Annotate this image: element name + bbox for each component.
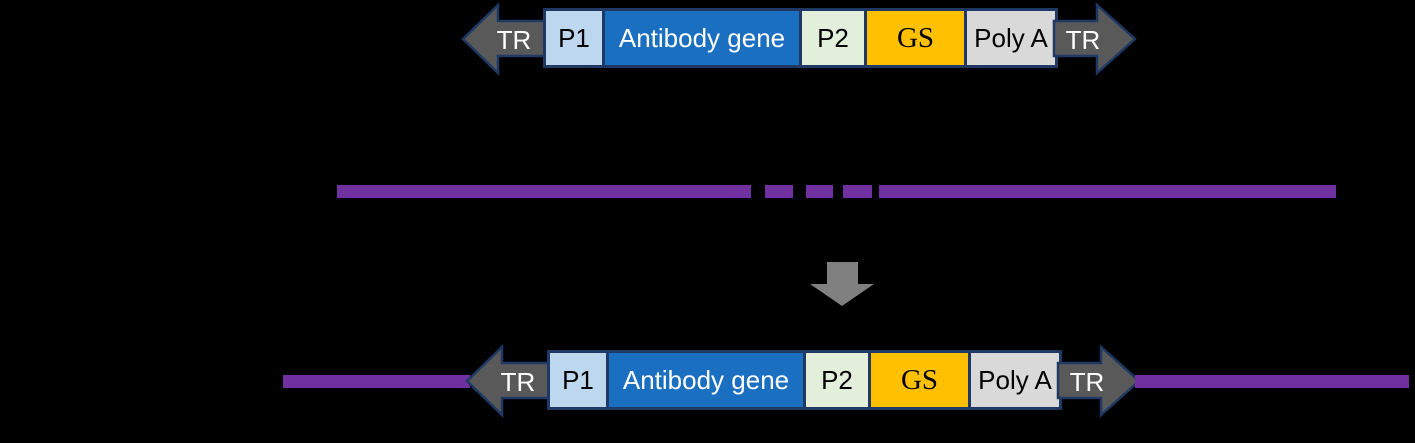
genome-line-dash-3 [843,185,872,198]
integration-arrow-shape [810,262,874,306]
segment-p2-label: P2 [817,22,849,53]
genome-line-middle-left [337,185,751,198]
segment-gs-label: GS [900,363,939,396]
transposon-construct-top: P1 Antibody gene P2 GS Poly A [543,8,1058,68]
segment-gs-label: GS [896,21,935,54]
genome-line-bottom-right [1135,375,1409,388]
tr-label: TR [1066,25,1101,55]
segment-p1-label: P1 [558,22,590,53]
segment-antibody-gene-label: Antibody gene [622,364,790,395]
tr-arrow-left-top: TR [461,2,556,76]
segment-polya: Poly A [968,350,1062,410]
genome-line-bottom-left [283,375,470,388]
genome-line-dash-1 [765,185,793,198]
tr-label: TR [1070,367,1105,397]
segment-polya: Poly A [964,8,1058,68]
segment-gs: GS [868,350,971,410]
tr-arrow-right-bottom-shape [1056,344,1141,418]
segment-p1: P1 [543,8,605,68]
segment-p2-label: P2 [821,364,853,395]
tr-arrow-right-bottom: TR [1056,344,1141,418]
segment-polya-label: Poly A [978,364,1052,395]
genome-line-dash-2 [806,185,833,198]
segment-p2: P2 [803,350,871,410]
tr-label: TR [501,367,536,397]
tr-arrow-left-bottom: TR [465,344,560,418]
tr-arrow-right-top-shape [1052,2,1137,76]
segment-p1: P1 [547,350,609,410]
tr-label: TR [497,25,532,55]
segment-polya-label: Poly A [974,22,1048,53]
segment-antibody-gene: Antibody gene [606,350,806,410]
segment-gs: GS [864,8,967,68]
segment-p2: P2 [799,8,867,68]
tr-arrow-right-top: TR [1052,2,1137,76]
integration-arrow-icon [810,262,874,306]
segment-antibody-gene: Antibody gene [602,8,802,68]
segment-antibody-gene-label: Antibody gene [618,22,786,53]
integrated-construct-bottom: P1 Antibody gene P2 GS Poly A [547,350,1062,410]
segment-p1-label: P1 [562,364,594,395]
genome-line-middle-right [879,185,1336,198]
